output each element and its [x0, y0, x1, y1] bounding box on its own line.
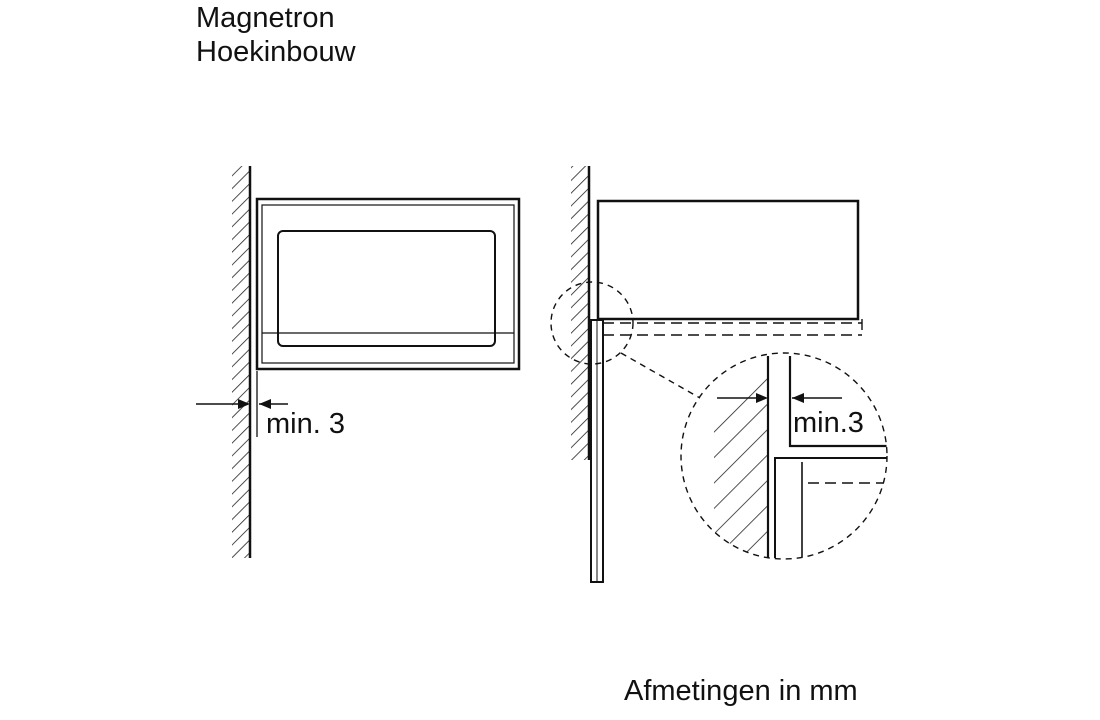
left-gap-label: min. 3	[266, 408, 345, 440]
detail-marker-circle	[550, 281, 634, 365]
side-view	[550, 166, 863, 583]
detail-view: min.3	[680, 352, 888, 560]
detail-circle	[680, 352, 888, 560]
detail-gap-dimension	[717, 393, 842, 403]
diagram-title-line1: Magnetron	[196, 2, 335, 34]
cabinet-shelf-dashed	[603, 319, 863, 336]
left-wall	[232, 166, 252, 558]
microwave-side	[596, 199, 860, 321]
front-view: min. 3	[196, 166, 521, 558]
diagram-title-line2: Hoekinbouw	[196, 36, 356, 68]
detail-gap-label: min.3	[793, 407, 864, 439]
left-gap-dimension	[196, 371, 288, 437]
right-wall	[571, 166, 591, 460]
cabinet-side-panel	[590, 319, 604, 583]
microwave-front	[255, 197, 521, 371]
detail-callout	[550, 281, 701, 399]
units-note: Afmetingen in mm	[624, 675, 858, 707]
